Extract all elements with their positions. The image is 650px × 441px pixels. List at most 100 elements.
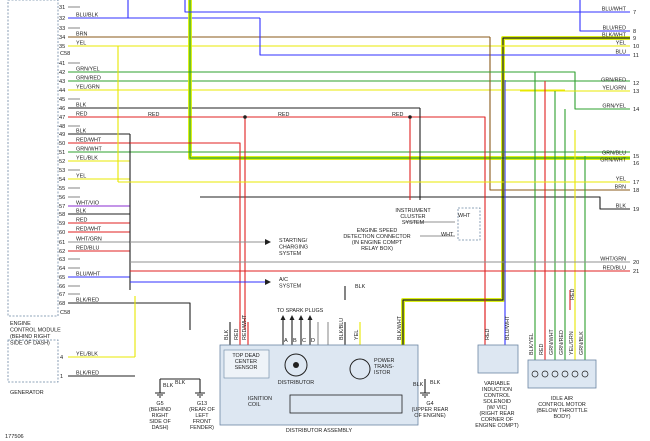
wire-red-wht: [130, 142, 241, 330]
iac-wire-label: RED: [570, 289, 576, 300]
right-wire-label: WHT/GRN: [600, 257, 626, 263]
ecm-wire-label: YEL: [76, 174, 86, 180]
ecm-label: CONTROL MODULE: [10, 328, 61, 334]
ecm-pin-number: 61: [59, 240, 65, 246]
vic-wire-label: RED: [485, 329, 491, 340]
wire-label: BLK: [355, 284, 366, 290]
ecm-pin-number: 56: [59, 195, 65, 201]
ecm-wire-label: YEL/GRN: [76, 85, 100, 91]
wire-label: RED: [392, 112, 403, 118]
generator-pin-number: 4: [60, 355, 63, 361]
distributor-wire-label: BLK/BLU: [339, 318, 345, 340]
wire-blk-red-68: [130, 302, 191, 330]
ecm-wire-label: RED/WHT: [76, 138, 102, 144]
ground-g4-label: OF ENGINE): [414, 413, 446, 419]
ecm-wire-label: RED: [76, 112, 87, 118]
ground-g5-label: (BEHIND: [149, 407, 171, 413]
right-wire-label: BLU/RED: [603, 26, 626, 32]
ecm-wire-label: WHT/GRN: [76, 237, 102, 243]
wire-blu-wht: [184, 0, 630, 13]
iac-coil: [561, 370, 569, 378]
right-pin-number: 14: [633, 107, 639, 113]
ecm-wire-label: BLU/BLK: [76, 13, 99, 19]
ecm-pin-number: 68: [59, 301, 65, 307]
right-pin-number: 20: [633, 260, 639, 266]
iac-coil: [541, 370, 549, 378]
distributor-wire-label: BLK: [224, 329, 230, 340]
ecm-pin-number: 41: [59, 61, 65, 67]
connector-label: C58: [60, 310, 70, 316]
vic-label: CONTROL: [484, 393, 510, 399]
right-pin-number: 16: [633, 161, 639, 167]
vic-label: VARIABLE: [484, 381, 510, 387]
starting-label: STARTING/: [279, 238, 308, 244]
wire-label: WHT: [441, 232, 454, 238]
right-pin-number: 10: [633, 44, 639, 50]
ecm-pin-number: 35: [59, 44, 65, 50]
distributor-wire-label: RED: [234, 329, 240, 340]
ecm-pin-number: 44: [59, 88, 65, 94]
ecm-pin-number: 63: [59, 257, 65, 263]
speed-connector-label: (IN ENGINE COMPT: [352, 240, 403, 246]
arrow-spark-plug: [298, 315, 304, 320]
ecm-wire-label: GRN/WHT: [76, 147, 102, 153]
ecm-wire-label: BLK: [76, 209, 87, 215]
tdc-sensor-box: [223, 349, 270, 379]
distributor-assembly-label: DISTRIBUTOR ASSEMBLY: [286, 428, 353, 434]
right-pin-number: 15: [633, 154, 639, 160]
right-wire-label: YEL: [616, 177, 626, 183]
tdc-label: SENSOR: [235, 365, 258, 371]
right-pin-number: 17: [633, 180, 639, 186]
vic-label: CORNER OF: [481, 417, 514, 423]
ecm-wire-label: GRN/YEL: [76, 67, 100, 73]
ground-wire-label: BLK: [163, 383, 174, 389]
ecm-wire-label: BLK: [76, 103, 87, 109]
distributor-rotor: [284, 353, 308, 377]
ground-g13-label: G13: [197, 401, 207, 407]
ecm-pin-number: 65: [59, 275, 65, 281]
spark-plug-pin: A: [284, 338, 288, 344]
ecm-pin-number: 53: [59, 168, 65, 174]
vic-label: (RIGHT REAR: [480, 411, 515, 417]
vic-label: SOLENOID: [483, 399, 511, 405]
right-wire-label: GRN/RED: [601, 78, 626, 84]
ecm-label: SIDE OF DASH): [10, 341, 50, 347]
right-pin-number: 7: [633, 10, 636, 16]
spark-plug-pin: B: [293, 338, 297, 344]
ecm-pin-number: 34: [59, 35, 65, 41]
spark-plug-pin: D: [311, 338, 315, 344]
ecm-wire-label: WHT/VIO: [76, 201, 99, 207]
right-wire-label: BLK: [616, 204, 627, 210]
generator-box: [7, 339, 59, 383]
right-pin-number: 19: [633, 207, 639, 213]
wire-label: RED: [278, 112, 289, 118]
ground-g5-label: SIDE OF: [149, 419, 171, 425]
ground-wire-label: BLK: [413, 382, 424, 388]
iac-coil: [571, 370, 579, 378]
generator-label: GENERATOR: [10, 390, 44, 396]
splice-dot: [408, 115, 412, 119]
ecm-pin-number: 57: [59, 204, 65, 210]
distributor-label: DISTRIBUTOR: [278, 380, 315, 386]
right-pin-number: 11: [633, 53, 639, 59]
speed-connector-label: RELAY BOX): [361, 246, 393, 252]
ecm-label: (BEHIND RIGHT: [10, 334, 51, 340]
ecm-wire-label: BRN: [76, 32, 87, 38]
arrow-spark-plug: [307, 315, 313, 320]
ecm-pin-number: 31: [59, 5, 65, 11]
right-pin-number: 21: [633, 269, 639, 275]
ecm-pin-number: 33: [59, 26, 65, 32]
ecm-pin-number: 47: [59, 115, 65, 121]
ignition-coil-label: IGNITION: [248, 396, 272, 402]
cluster-label: CLUSTER: [400, 214, 425, 220]
ecm-pin-number: 58: [59, 212, 65, 218]
ecm-wire-label: YEL: [76, 41, 86, 47]
tdc-label: CENTER: [235, 359, 257, 365]
label-layer: 3132BLU/BLK3334BRN35YEL4142GRN/YEL43GRN/…: [5, 5, 639, 440]
wire-blu-red: [579, 0, 630, 32]
ecm-pin-number: 66: [59, 284, 65, 290]
cluster-label: SYSTEM: [402, 220, 425, 226]
starting-label: CHARGING: [279, 245, 308, 251]
ecm-wire-label: BLK/RED: [76, 298, 99, 304]
